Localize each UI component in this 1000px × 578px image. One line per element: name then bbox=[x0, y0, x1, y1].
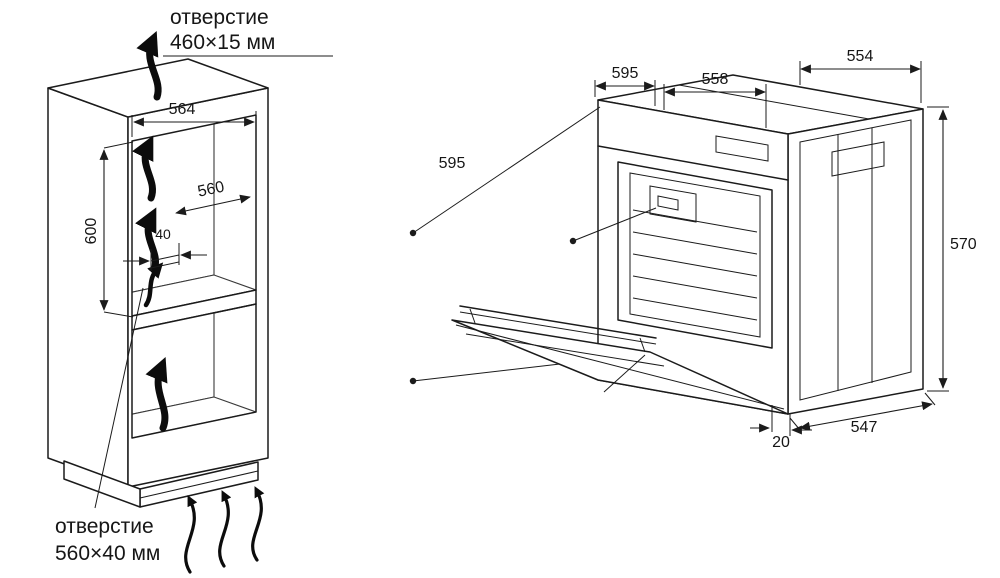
callout-dot-3 bbox=[569, 237, 577, 245]
side-panel-details bbox=[799, 119, 912, 401]
cavity-fan-cover bbox=[649, 185, 697, 223]
dimension-niche-height: 600 bbox=[83, 141, 134, 318]
bottom-opening-label-line2: 560×40 мм bbox=[55, 542, 160, 565]
callout-leader-lines bbox=[409, 106, 657, 385]
lower-niche-opening bbox=[131, 303, 257, 439]
top-vent-opening-label: отверстие 460×15 мм bbox=[163, 6, 333, 57]
oven-dim-left-value: 595 bbox=[439, 155, 466, 172]
rear-vent-slot bbox=[150, 254, 180, 269]
dimension-top-left: 595 bbox=[594, 65, 656, 106]
dimension-left-side: 595 bbox=[439, 155, 466, 172]
control-panel-bottom-edge bbox=[597, 145, 789, 181]
oven-right-face bbox=[787, 108, 924, 415]
airflow-arrows bbox=[132, 31, 265, 574]
airflow-arrow-lower bbox=[145, 357, 169, 432]
cabinet-niche-diagram: 564 560 600 40 отверстие 460×15 мм bbox=[47, 6, 333, 574]
side-vent-plate bbox=[831, 141, 885, 177]
plinth-left-face bbox=[63, 460, 141, 508]
top-opening-label-line2: 460×15 мм bbox=[170, 31, 275, 54]
oven-rack-lines bbox=[632, 209, 758, 321]
oven-dim-door-offset-value: 20 bbox=[772, 434, 790, 451]
cavity-fan-cover-inner bbox=[657, 195, 679, 211]
dimension-bottom-depth: 547 bbox=[789, 392, 936, 436]
callout-dot-2 bbox=[409, 377, 417, 385]
oven-dim-top-middle-value: 558 bbox=[702, 71, 729, 88]
niche-depth-value: 560 bbox=[196, 178, 226, 200]
oven-dim-right-value: 570 bbox=[950, 236, 977, 253]
dimension-niche-depth: 560 bbox=[175, 178, 251, 216]
bottom-vent-opening-label: отверстие 560×40 мм bbox=[55, 287, 160, 565]
oven-cavity-frame bbox=[617, 161, 773, 349]
bottom-opening-leader-line bbox=[94, 287, 144, 509]
airflow-arrow-top-exit bbox=[136, 31, 162, 101]
oven-door-open bbox=[451, 305, 789, 415]
oven-dim-top-right-value: 554 bbox=[847, 48, 874, 65]
dimension-top-middle: 558 bbox=[663, 71, 767, 128]
dimension-rear-gap: 40 bbox=[123, 226, 207, 271]
oven-cavity-inner bbox=[629, 172, 761, 338]
dimension-door-offset: 20 bbox=[750, 405, 812, 451]
rear-gap-value: 40 bbox=[155, 226, 171, 242]
side-panel-frame bbox=[799, 119, 912, 401]
dimension-right-side: 570 bbox=[927, 106, 977, 392]
airflow-arrow-base-2 bbox=[218, 490, 232, 568]
oven-isometric-drawing: 595 558 554 595 570 20 bbox=[409, 48, 977, 451]
door-handle bbox=[459, 305, 657, 339]
oven-dim-bottom-depth-value: 547 bbox=[851, 419, 878, 436]
airflow-arrow-niche-1 bbox=[132, 135, 156, 202]
airflow-arrow-base-3 bbox=[251, 486, 265, 562]
cabinet-left-side-face bbox=[47, 87, 129, 488]
niche-width-value: 564 bbox=[169, 101, 196, 118]
cabinet-plinth bbox=[63, 460, 259, 508]
callout-dot-1 bbox=[409, 229, 417, 237]
dimension-top-right: 554 bbox=[799, 48, 922, 103]
niche-height-value: 600 bbox=[83, 218, 100, 245]
airflow-arrow-rear-gap bbox=[143, 262, 164, 308]
oven-dim-top-left-value: 595 bbox=[612, 65, 639, 82]
control-panel-display bbox=[715, 135, 769, 162]
dimension-niche-width: 564 bbox=[131, 101, 257, 137]
bottom-opening-label-line1: отверстие bbox=[55, 515, 154, 538]
airflow-arrow-base-1 bbox=[184, 495, 198, 574]
top-opening-label-line1: отверстие bbox=[170, 6, 269, 29]
